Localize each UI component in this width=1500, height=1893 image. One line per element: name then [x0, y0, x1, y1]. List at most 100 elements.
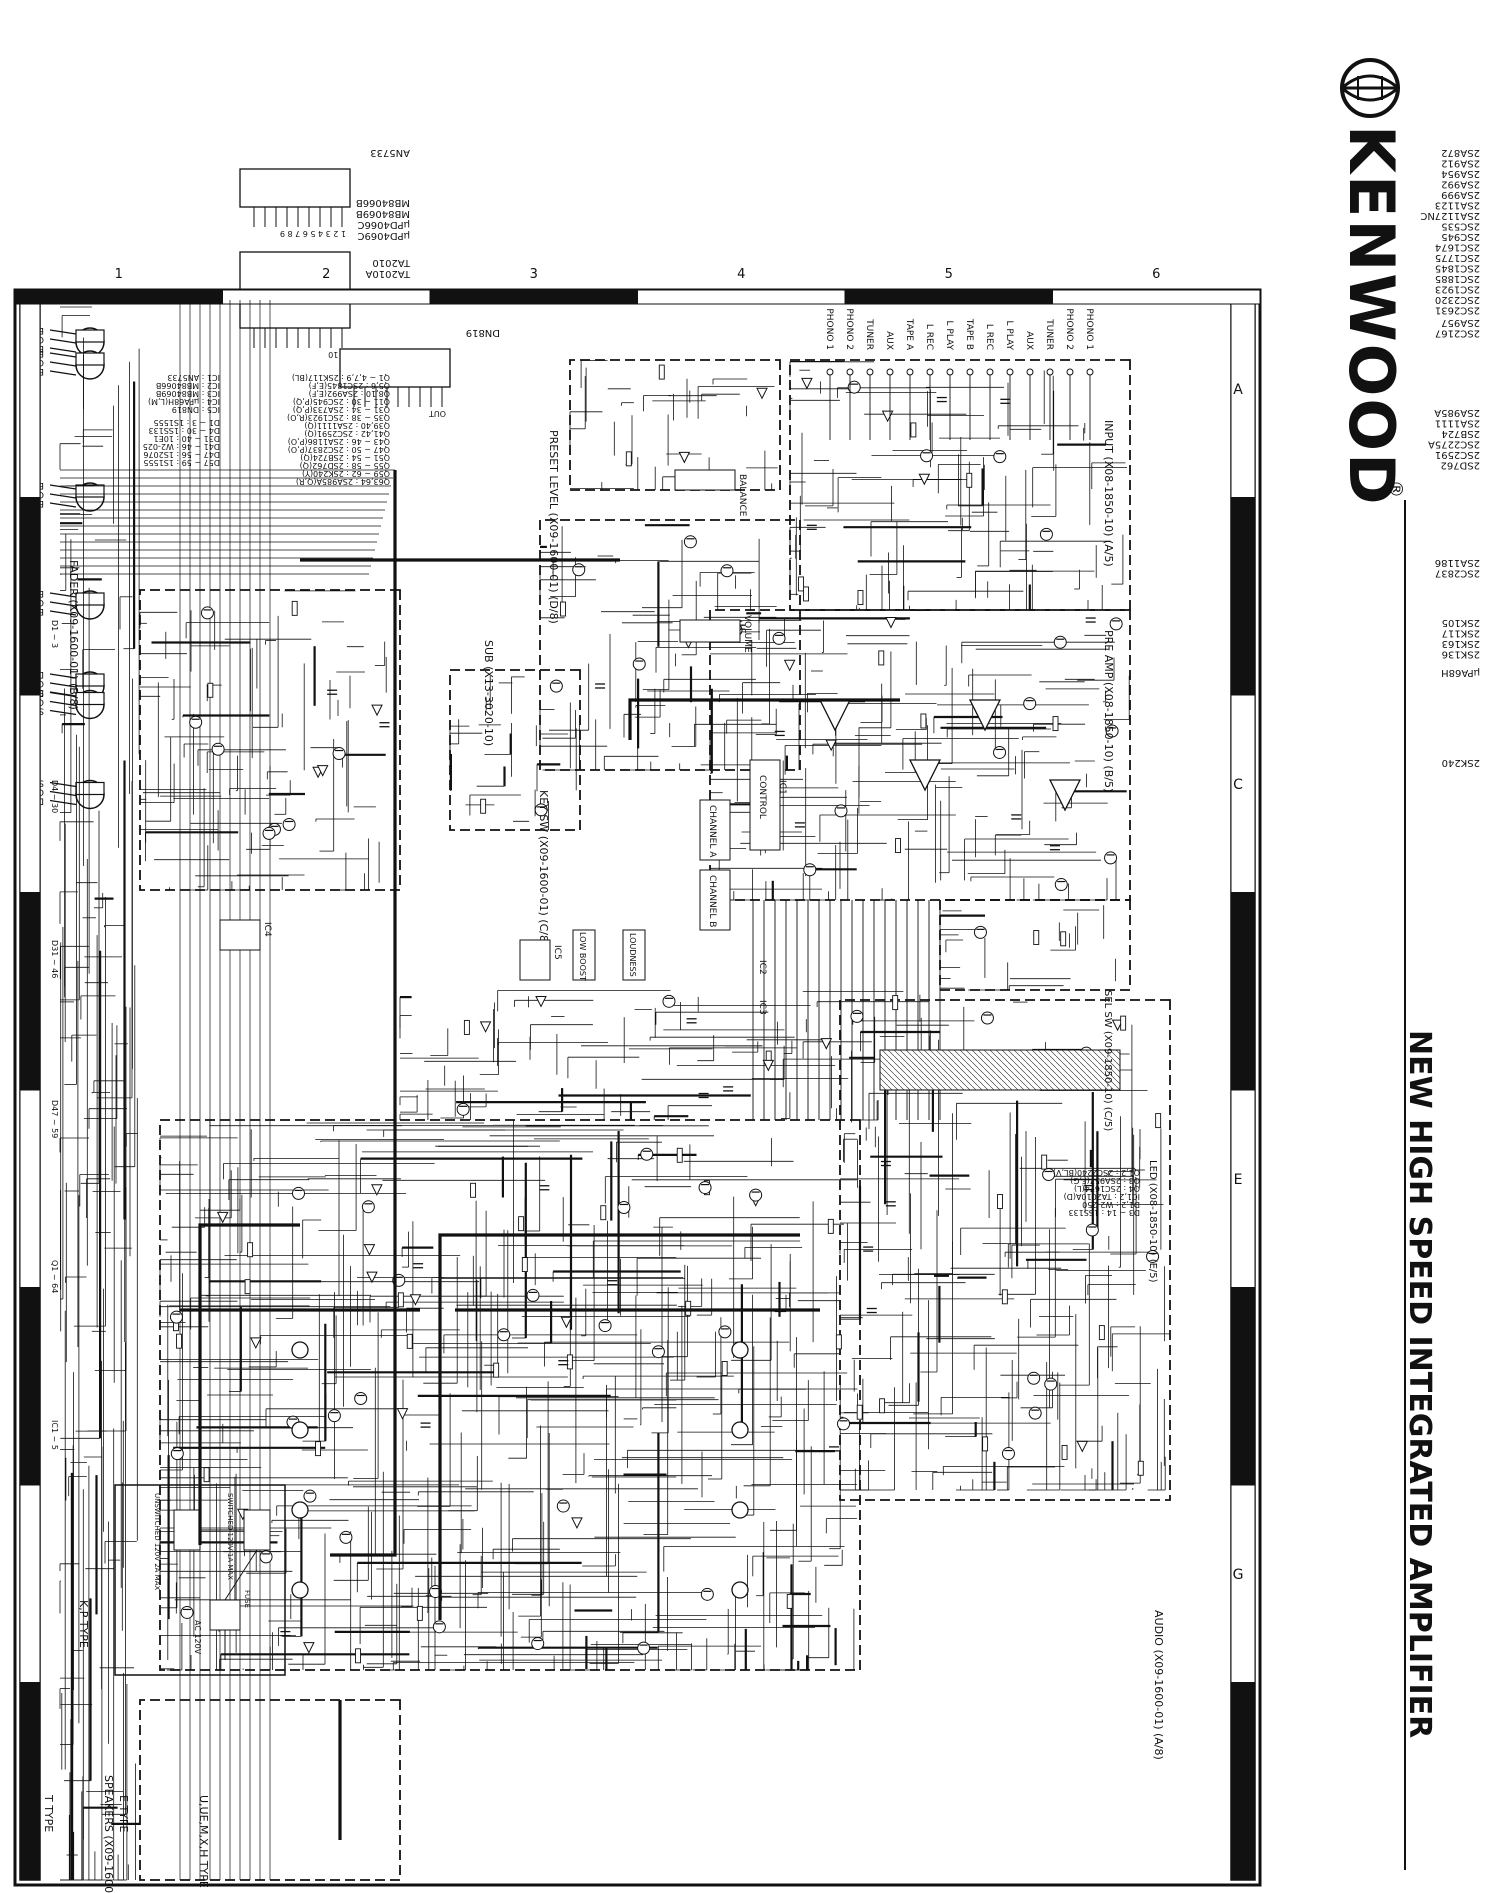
input-jack [926, 368, 934, 376]
transistor-symbol [1054, 878, 1068, 892]
legend-pin-label: E [38, 498, 44, 508]
capacitor-symbol [806, 524, 817, 530]
legend-part-name: 2SC1674 [1435, 242, 1480, 253]
functional-blocks: BALANCE VOLUME CONTROL CHANNEL A CHANNEL… [219, 469, 787, 1015]
board-outlines [139, 359, 1171, 1881]
input-jack [1026, 368, 1034, 376]
parts-ic-entry: IC5 : DN819 [172, 405, 220, 414]
parts-diode-entry: D41 ~ 46 : W2-025 [143, 442, 220, 451]
resistor-symbol [1060, 931, 1067, 947]
label-pre-amp: PRE AMP (X08-1850-10) (B/5) [1102, 630, 1115, 792]
transistor-symbol [497, 1328, 511, 1342]
diode-symbol [762, 1059, 775, 1072]
parts-led-entry: D1,2 : W2-250 [1082, 1200, 1140, 1209]
zone-row-label: 3 [530, 267, 538, 282]
parts-transistor-entry: Q51 ~ 54 : 2SB724(Q) [300, 453, 390, 462]
transistor-symbol [651, 1345, 665, 1359]
diode-symbol [1111, 1019, 1124, 1032]
diode-symbol [1076, 1440, 1089, 1453]
diode-symbol [571, 1517, 583, 1530]
transistor-symbol [720, 564, 734, 578]
transistor-symbol [1109, 617, 1123, 631]
capacitor-symbol [774, 730, 785, 737]
resistor-symbol [397, 1292, 404, 1308]
resistor-symbol [721, 1361, 728, 1376]
transistor-symbol [973, 925, 987, 939]
input-jack [986, 368, 994, 376]
legend-pin-label: S [38, 778, 44, 788]
zone-column-label: C [1233, 777, 1243, 793]
transistor-symbol [834, 804, 848, 818]
resistor-symbol [493, 1362, 500, 1378]
resistor-symbol [176, 1333, 182, 1349]
diode-symbol [825, 739, 837, 752]
parts-transistor-entry: Q5,6 : 2SC1845(E,F) [309, 381, 390, 390]
resistor-symbol [982, 1436, 989, 1452]
transistor-symbol [632, 657, 646, 671]
resistor-symbol [291, 600, 298, 616]
legend-pin-label: S [38, 687, 44, 697]
zone-column-label: H [1233, 1764, 1244, 1780]
zone-column-label: G [1233, 1567, 1244, 1583]
resistor-symbol [920, 713, 927, 729]
input-jack [886, 368, 894, 376]
output-transistor [731, 1501, 749, 1519]
output-transistor [731, 1341, 749, 1359]
legend-pin-label: B [38, 348, 44, 358]
transistor-symbol [920, 449, 934, 463]
transistor-symbol [993, 745, 1007, 759]
input-jack [826, 368, 834, 376]
resistor-symbol [1098, 1325, 1105, 1341]
resistor-symbol [878, 650, 885, 666]
resistor-symbol [895, 838, 901, 854]
resistor-symbol [997, 1194, 1003, 1209]
transistor-symbol [456, 1102, 470, 1116]
diode-symbol [396, 1408, 409, 1420]
resistor-symbol [685, 1300, 692, 1316]
input-jack-label: L PLAY [944, 321, 954, 351]
unswitched-outlet-label: UNSWITCHED 120V 2A MAX [153, 1493, 161, 1591]
diode-symbol [881, 410, 894, 423]
legend-ic-name: AN5733 [370, 147, 410, 158]
zone-column-label: D [1233, 974, 1244, 990]
legend-part-name: 2SK105 [1442, 617, 1480, 628]
resistor-symbol [658, 364, 665, 380]
input-jack-label: PHONO 2 [1064, 308, 1074, 350]
legend-part-name: 2SA957 [1441, 317, 1480, 328]
diode-symbol [371, 704, 383, 717]
signal-wiring [59, 300, 1170, 1881]
parts-transistor-entry: Q35 ~ 38 : 2SC1923(R,O) [287, 413, 390, 422]
legend-part-name: 2SC945 [1441, 231, 1480, 242]
kenwood-logo [1339, 58, 1401, 118]
resistor-symbol [827, 1218, 834, 1234]
zone-row-label: 4 [737, 267, 745, 282]
legend-part-name: 2SB724 [1441, 428, 1480, 439]
transistor-symbol [1001, 1447, 1015, 1461]
bus-label: IC1 ~ 5 [50, 1420, 59, 1450]
transistor-symbol [531, 1637, 545, 1651]
capacitor-symbol [866, 1307, 877, 1314]
supply-bus [180, 470, 900, 1840]
zone-row-label: 2 [322, 267, 330, 282]
diode-symbol [820, 1038, 833, 1050]
zone-column-label: B [1233, 579, 1243, 595]
capacitor-symbol [828, 1446, 839, 1452]
parts-led-entry: IC1,2 : TA2010A(D) [1064, 1192, 1140, 1201]
zone-row-label: 6 [1152, 267, 1160, 282]
input-jack-label: TUNER [1044, 318, 1054, 350]
resistor-symbol [416, 1605, 423, 1621]
transistor-symbol [1028, 1406, 1042, 1420]
capacitor-symbol [607, 1280, 618, 1286]
diode-symbol [801, 377, 813, 390]
switched-outlet-label: SWITCHED 120V 1A MAX [226, 1493, 234, 1580]
zone-column-label: E [1234, 1172, 1243, 1188]
transistor-symbol [718, 1325, 732, 1339]
capacitor-symbol [327, 689, 338, 695]
capacitor-symbol [936, 396, 947, 403]
resistor-symbol [625, 451, 632, 467]
bus-label: Q1 ~ 64 [50, 1260, 59, 1293]
outline-sel-sw [939, 899, 1131, 991]
transistor-symbol [749, 1188, 763, 1202]
transistor-symbol [534, 803, 548, 817]
